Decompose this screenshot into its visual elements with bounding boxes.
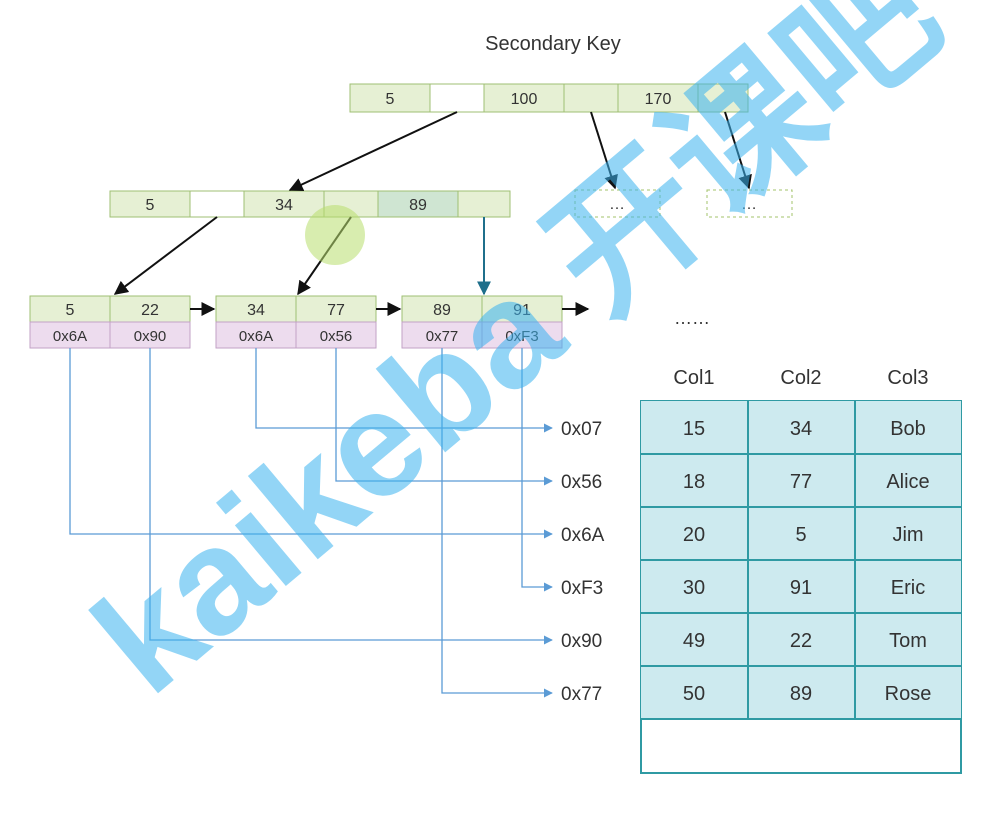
diagram-title: Secondary Key bbox=[485, 33, 621, 55]
leaf-ptr-label: 0x77 bbox=[426, 328, 459, 345]
leaf-key-cell bbox=[295, 295, 377, 323]
pointer-line bbox=[441, 348, 553, 698]
root-ptr-cell bbox=[429, 83, 485, 113]
leaf-key-label: 34 bbox=[247, 302, 265, 319]
inner-key-cell bbox=[109, 190, 191, 218]
leaf-ptr-cell bbox=[29, 321, 111, 349]
table-cell: Bob bbox=[890, 418, 926, 440]
address-labels: 0x07 0x56 0x6A 0xF3 0x90 0x77 bbox=[561, 419, 605, 705]
table-cell: 89 bbox=[790, 683, 812, 705]
leaf-key-label: 89 bbox=[433, 302, 451, 319]
inner-key-label: 34 bbox=[275, 197, 293, 214]
pointer-line bbox=[255, 348, 553, 433]
inner-key-cell bbox=[377, 190, 459, 218]
leaf-node: 5 22 0x6A 0x90 bbox=[29, 295, 191, 349]
leaf-key-label: 22 bbox=[141, 302, 159, 319]
table-cell: 20 bbox=[683, 524, 705, 546]
table-cell: Rose bbox=[885, 683, 932, 705]
pointer-line bbox=[521, 348, 553, 592]
placeholder-label: … bbox=[741, 196, 757, 213]
table-cell: 49 bbox=[683, 630, 705, 652]
leaf-ptr-cell bbox=[109, 321, 191, 349]
inner-key-cell bbox=[243, 190, 325, 218]
root-ptr-cell bbox=[697, 83, 749, 113]
leaf-key-label: 77 bbox=[327, 302, 345, 319]
pointer-line bbox=[69, 348, 553, 539]
address-label: 0x90 bbox=[561, 631, 602, 652]
leaf-key-label: 91 bbox=[513, 302, 531, 319]
leaf-ptr-label: 0xF3 bbox=[505, 328, 538, 345]
root-ptr-cell bbox=[563, 83, 619, 113]
root-key-cell bbox=[617, 83, 699, 113]
table-cell: 18 bbox=[683, 471, 705, 493]
leaf-key-cell bbox=[401, 295, 483, 323]
table-cell: 77 bbox=[790, 471, 812, 493]
leaf-key-cell bbox=[29, 295, 111, 323]
table-cell: 91 bbox=[790, 577, 812, 599]
leaf-ptr-label: 0x90 bbox=[134, 328, 167, 345]
table-cell: 34 bbox=[790, 418, 812, 440]
inner-ptr-cell bbox=[189, 190, 245, 218]
root-key-label: 5 bbox=[386, 91, 395, 108]
table-header: Col1 bbox=[673, 367, 714, 389]
pointer-lines bbox=[69, 348, 553, 698]
address-label: 0x6A bbox=[561, 525, 605, 546]
table-cell: 5 bbox=[795, 524, 806, 546]
leaf-key-cell bbox=[215, 295, 297, 323]
data-table: Col1 Col2 Col3 15 34 Bob 18 77 Alice 20 … bbox=[640, 367, 962, 774]
table-header: Col3 bbox=[887, 367, 928, 389]
leaf-node: 89 91 0x77 0xF3 bbox=[401, 295, 563, 349]
placeholder-node: … bbox=[574, 189, 661, 218]
inner-key-label: 89 bbox=[409, 197, 427, 214]
pointer-line bbox=[335, 348, 553, 486]
leaf-node: 34 77 0x6A 0x56 bbox=[215, 295, 377, 349]
root-to-inner-arrow bbox=[288, 111, 458, 192]
table-cell: Jim bbox=[892, 524, 923, 546]
placeholder-label: … bbox=[609, 196, 625, 213]
root-key-label: 100 bbox=[511, 91, 538, 108]
root-key-label: 170 bbox=[645, 91, 672, 108]
root-node: 5 100 170 bbox=[349, 83, 749, 113]
address-label: 0x07 bbox=[561, 419, 602, 440]
address-label: 0x77 bbox=[561, 684, 602, 705]
table-cell: Alice bbox=[886, 471, 929, 493]
leaf-ptr-label: 0x56 bbox=[320, 328, 353, 345]
leaf-key-label: 5 bbox=[66, 302, 75, 319]
table-cell: Tom bbox=[889, 630, 927, 652]
table-cell: 22 bbox=[790, 630, 812, 652]
leaf-ptr-cell bbox=[215, 321, 297, 349]
address-label: 0x56 bbox=[561, 472, 602, 493]
address-label: 0xF3 bbox=[561, 578, 603, 599]
leaf-ptr-label: 0x6A bbox=[53, 328, 87, 345]
placeholder-box bbox=[574, 189, 661, 218]
leaf-ptr-cell bbox=[295, 321, 377, 349]
root-to-placeholder-arrow bbox=[724, 111, 752, 190]
placeholder-box bbox=[706, 189, 793, 218]
table-cell: Eric bbox=[891, 577, 925, 599]
table-cell: 50 bbox=[683, 683, 705, 705]
leaf-ptr-cell bbox=[481, 321, 563, 349]
leaf-continuation: …… bbox=[674, 308, 710, 328]
root-key-cell bbox=[349, 83, 431, 113]
inner-node: 5 34 89 bbox=[109, 190, 511, 218]
inner-to-leaf-arrow bbox=[113, 216, 218, 295]
watermark-dot bbox=[305, 205, 365, 265]
placeholder-node: … bbox=[706, 189, 793, 218]
pointer-line bbox=[149, 348, 553, 645]
inner-key-label: 5 bbox=[146, 197, 155, 214]
leaf-ptr-label: 0x6A bbox=[239, 328, 273, 345]
root-key-cell bbox=[483, 83, 565, 113]
leaf-ptr-cell bbox=[401, 321, 483, 349]
table-cell: 15 bbox=[683, 418, 705, 440]
table-cell: 30 bbox=[683, 577, 705, 599]
inner-ptr-cell bbox=[457, 190, 511, 218]
root-to-placeholder-arrow bbox=[590, 111, 618, 190]
table-header: Col2 bbox=[780, 367, 821, 389]
